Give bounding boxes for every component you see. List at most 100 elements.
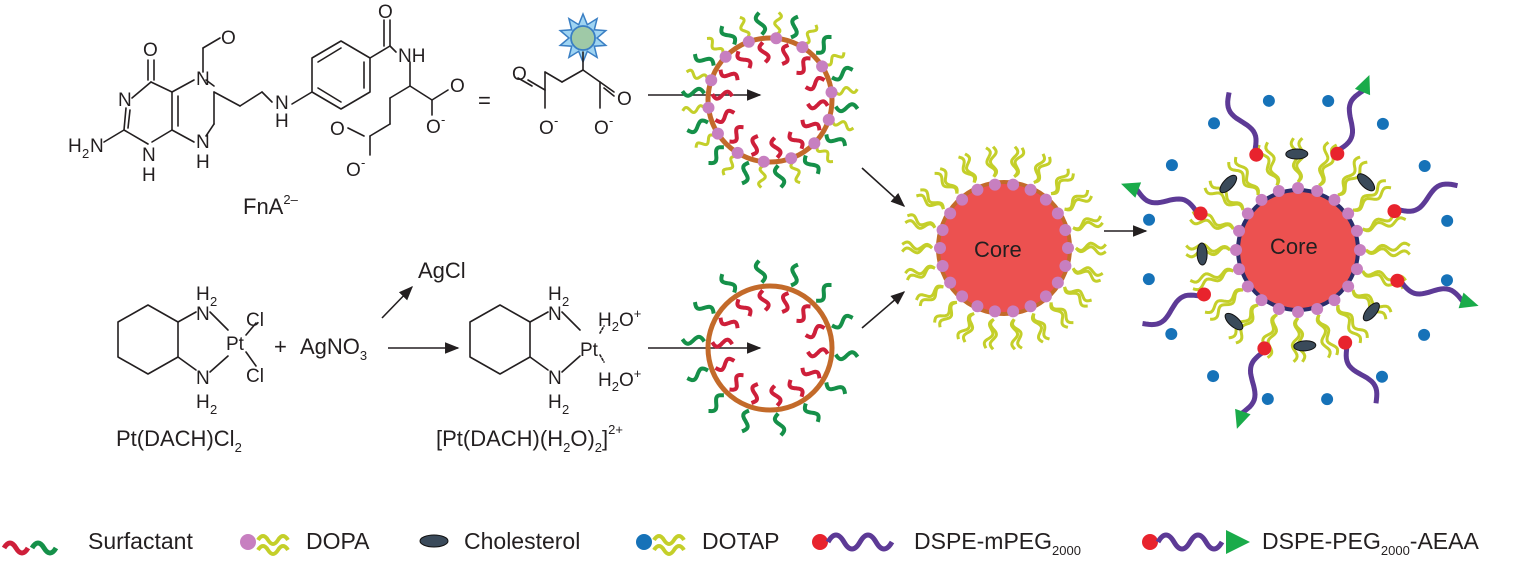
lipid-tail <box>1264 141 1281 186</box>
dopa-head <box>1233 224 1246 237</box>
dopa-head <box>1230 244 1242 256</box>
surfactant-tail-outer <box>790 262 799 288</box>
dspe-head <box>1390 273 1405 288</box>
dopa-head <box>944 207 957 220</box>
lipid-tail <box>1228 303 1259 340</box>
surfactant-tail-inner <box>750 382 760 405</box>
dopa-tail <box>904 264 936 276</box>
atom-n3: N <box>142 145 156 166</box>
agcl-arrow <box>381 285 414 319</box>
dopa-tail <box>982 318 995 349</box>
surfactant-tail-inner <box>735 298 753 317</box>
dopa-tail <box>964 152 978 184</box>
dopa-head <box>1039 193 1052 206</box>
ptcl2-h-bot: H <box>196 392 210 413</box>
aqua-complex-structure: H 2 N Pt H2O+ H2O+ N H 2 [Pt(DACH)(H2O)2… <box>436 284 641 455</box>
dopa-tail <box>1072 220 1104 232</box>
aeaa-triangle-icon <box>1458 292 1479 309</box>
peg-chain <box>1134 188 1199 214</box>
surfactant-tail-outer <box>834 102 860 114</box>
surfactant-tail-inner <box>729 125 744 144</box>
dopa-head <box>702 101 715 114</box>
atom-o-carboxyl-2: O <box>330 119 345 140</box>
surfactant-tail-inner <box>718 317 740 329</box>
lipid-tail <box>1189 267 1234 284</box>
dopa-tail <box>834 85 859 96</box>
dopa-tail <box>831 120 855 132</box>
dopa-head <box>757 155 770 168</box>
dopa-head <box>1241 207 1254 220</box>
surfactant-tail-outer <box>772 412 787 437</box>
atom-nh2: H <box>68 136 82 157</box>
cholesterol-icon <box>1196 242 1208 266</box>
dopa-tail <box>681 104 706 115</box>
atom-n8: N <box>196 132 210 153</box>
atom-o-amide: O <box>378 2 393 23</box>
dspe-head <box>1330 146 1345 161</box>
dopa-tail <box>721 154 736 176</box>
dopa-tail <box>933 300 957 323</box>
dspe-head <box>1387 204 1402 219</box>
atom-o-carboxyl-1: O <box>450 76 465 97</box>
dopa-head <box>1342 280 1355 293</box>
dspe-head <box>1193 206 1208 221</box>
dopa-head <box>719 50 732 63</box>
dopa-head <box>1328 294 1341 307</box>
dopa-head <box>1350 224 1363 237</box>
dotap-head <box>1142 273 1155 286</box>
dopa-head <box>971 300 984 313</box>
legend-item-surfactant: Surfactant <box>1 528 193 556</box>
dopa-head <box>1051 207 1064 220</box>
lipid-tail <box>1290 316 1301 363</box>
surfactant-tail-outer <box>680 334 706 346</box>
dopa-head <box>770 32 783 45</box>
surfactant-tail-outer <box>741 160 750 186</box>
dopa-head <box>1311 302 1324 315</box>
dopa-head <box>705 74 718 87</box>
dopa-head <box>731 146 744 159</box>
ptcl2-pt: Pt <box>226 334 245 355</box>
lipid-tail <box>1337 160 1368 197</box>
aqua-pt: Pt <box>580 340 599 361</box>
dopa-tail <box>915 284 944 301</box>
dopa-head <box>1024 183 1037 196</box>
atom-o-carboxylate-1-charge: - <box>441 112 445 127</box>
arrow-folate-to-core <box>861 167 906 207</box>
surfactant-tail-outer <box>719 25 738 46</box>
dotap-head <box>1261 392 1274 405</box>
legend-label-cholesterol: Cholesterol <box>464 528 580 554</box>
peg-chain <box>1399 280 1465 303</box>
aeaa-triangle-icon <box>1226 530 1250 554</box>
dopa-tail <box>906 213 937 229</box>
core-label-2: Core <box>1270 234 1318 259</box>
simplified-o2-charge: - <box>609 113 613 128</box>
core-particle <box>901 145 1107 351</box>
dopa-head <box>808 137 821 150</box>
legend: Surfactant DOPA Cholesterol DOTAP DSPE-m… <box>1 528 1479 558</box>
dopa-head <box>971 183 984 196</box>
lipid-tail <box>1204 288 1244 314</box>
dopa-tail <box>1049 302 1069 329</box>
dopa-tail <box>757 164 767 189</box>
ptcl2-cl-bot: Cl <box>246 366 264 387</box>
surfactant-tail-outer <box>680 86 706 98</box>
ptcl2-h-top-sub: 2 <box>210 294 217 309</box>
dopa-tail <box>706 36 725 54</box>
dopa-tail <box>1064 195 1093 212</box>
surfactant-tail-inner <box>800 119 822 131</box>
atom-n1: N <box>118 90 132 111</box>
surfactant-tail-inner <box>806 99 830 111</box>
micelle-shell <box>705 35 835 165</box>
lipid-tail <box>1351 289 1388 320</box>
dopa-head <box>711 127 724 140</box>
cholesterol-icon <box>1362 302 1380 322</box>
dotap-head <box>1376 117 1389 130</box>
dopa-head <box>988 178 1001 191</box>
surfactant-tail-inner <box>800 367 822 379</box>
legend-label-dopa: DOPA <box>306 528 370 554</box>
surfactant-tail-outer <box>816 282 832 303</box>
lipid-tail <box>1352 186 1392 212</box>
surfactant-tail-outer <box>824 381 848 395</box>
surfactant-tail-outer <box>692 53 716 67</box>
